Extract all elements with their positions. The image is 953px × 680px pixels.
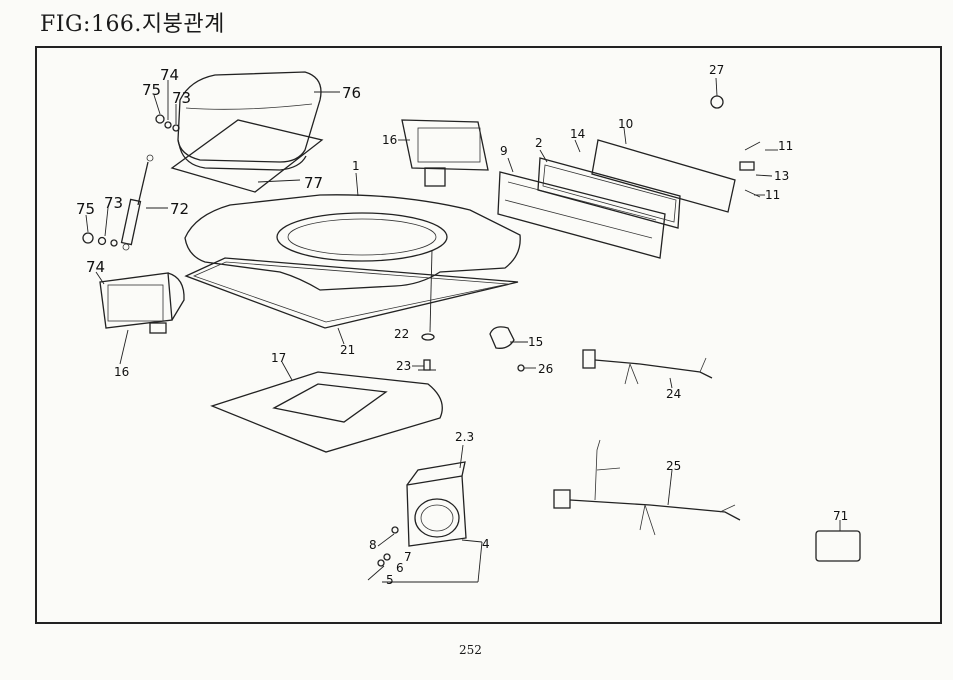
callout-23: 23 [396, 359, 411, 373]
callout-2: 2 [535, 136, 543, 150]
callout-4: 4 [482, 537, 490, 551]
callout-8: 8 [369, 538, 377, 552]
callout-24: 24 [666, 387, 681, 401]
headliner-panel-part [210, 371, 443, 453]
roof-seal-frame-part [184, 257, 519, 329]
callout-75-upper: 75 [142, 81, 161, 99]
cap-part [710, 95, 724, 109]
work-lamp-right-part [401, 119, 489, 187]
small-lamp-part [489, 326, 515, 349]
callout-10: 10 [618, 117, 633, 131]
page-number: 252 [459, 643, 482, 657]
decal-part [815, 530, 861, 562]
callout-16-upper: 16 [382, 133, 397, 147]
callout-14: 14 [570, 127, 585, 141]
leader-lines [85, 77, 841, 583]
callout-71: 71 [833, 509, 848, 523]
callout-73-lower: 73 [104, 194, 123, 212]
fan-hardware-part [367, 526, 399, 581]
roof-cushion-part [177, 71, 322, 171]
callout-22: 22 [394, 327, 409, 341]
callout-72: 72 [170, 200, 189, 218]
callout-6: 6 [396, 561, 404, 575]
callout-75-lower: 75 [76, 200, 95, 218]
fastener-set-upper [155, 114, 180, 132]
callout-77: 77 [304, 174, 323, 192]
roof-shell-part [184, 194, 521, 291]
callout-5: 5 [386, 573, 394, 587]
gas-strut-part [120, 154, 154, 251]
callout-17: 17 [271, 351, 286, 365]
callout-21: 21 [340, 343, 355, 357]
callout-76: 76 [342, 84, 361, 102]
callout-73-upper: 73 [172, 89, 191, 107]
diagram-frame [35, 46, 942, 624]
filter-mesh-part [591, 139, 736, 213]
callout-27: 27 [709, 63, 724, 77]
fan-housing-part [406, 461, 467, 547]
grommet-part [421, 333, 435, 341]
figure-title: FIG:166.지붕관계 [40, 12, 225, 37]
callout-11-lower: 11 [765, 188, 780, 202]
callout-7: 7 [404, 550, 412, 564]
callout-25: 25 [666, 459, 681, 473]
air-duct-housing-part [497, 171, 666, 259]
callout-26: 26 [538, 362, 553, 376]
work-lamp-left-part [99, 272, 185, 334]
callout-9: 9 [500, 144, 508, 158]
wire-harness-24-part [582, 349, 713, 385]
fastener-set-lower [82, 232, 118, 247]
wire-harness-25-part [553, 439, 741, 536]
callout-13: 13 [774, 169, 789, 183]
screw-part [517, 364, 525, 372]
bolt-part [418, 359, 436, 371]
callout-74-upper: 74 [160, 66, 179, 84]
callout-16-lower: 16 [114, 365, 129, 379]
bracket-parts [739, 141, 761, 198]
callout-11-upper: 11 [778, 139, 793, 153]
cushion-mat-part [170, 119, 324, 193]
callout-1: 1 [352, 159, 360, 173]
callout-2-3: 2.3 [455, 430, 474, 444]
air-filter-part [537, 157, 681, 229]
callout-15: 15 [528, 335, 543, 349]
callout-74-lower: 74 [86, 258, 105, 276]
